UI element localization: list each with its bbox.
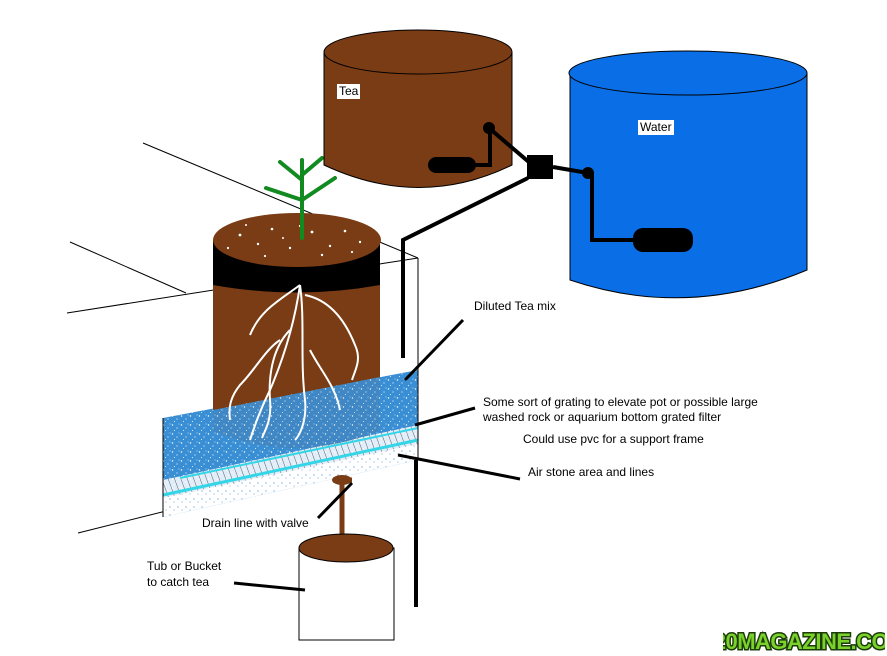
drain-assembly (298, 475, 395, 641)
diluted-tea-label: Diluted Tea mix (474, 299, 556, 313)
feed-lines (401, 126, 589, 607)
tub-label-line2: to catch tea (147, 575, 210, 589)
tub-label-line1: Tub or Bucket (147, 559, 222, 573)
tea-tank (323, 29, 513, 188)
air-stone-label: Air stone area and lines (528, 465, 655, 479)
drain-label: Drain line with valve (202, 516, 309, 530)
site-watermark-logo: 420MAGAZINE.COM 420MAGAZINE.COM (723, 629, 885, 653)
air-line (162, 438, 419, 497)
svg-text:420MAGAZINE.COM: 420MAGAZINE.COM (723, 629, 885, 653)
roots (228, 284, 359, 441)
water-label: Water (638, 120, 674, 135)
plant-seedling (264, 156, 337, 240)
water-tank (568, 50, 808, 299)
grating-label-line2: washed rock or aquarium bottom grated fi… (483, 410, 722, 424)
grating-label-line1: Some sort of grating to elevate pot or p… (483, 395, 758, 409)
pvc-label: Could use pvc for a support frame (523, 432, 704, 446)
soil-specks (226, 224, 362, 258)
tea-label: Tea (337, 84, 361, 99)
mixing-valve (527, 155, 553, 179)
pointer-lines (233, 318, 521, 592)
svg-text:420MAGAZINE.COM: 420MAGAZINE.COM (723, 629, 885, 653)
grow-pot (213, 213, 381, 448)
